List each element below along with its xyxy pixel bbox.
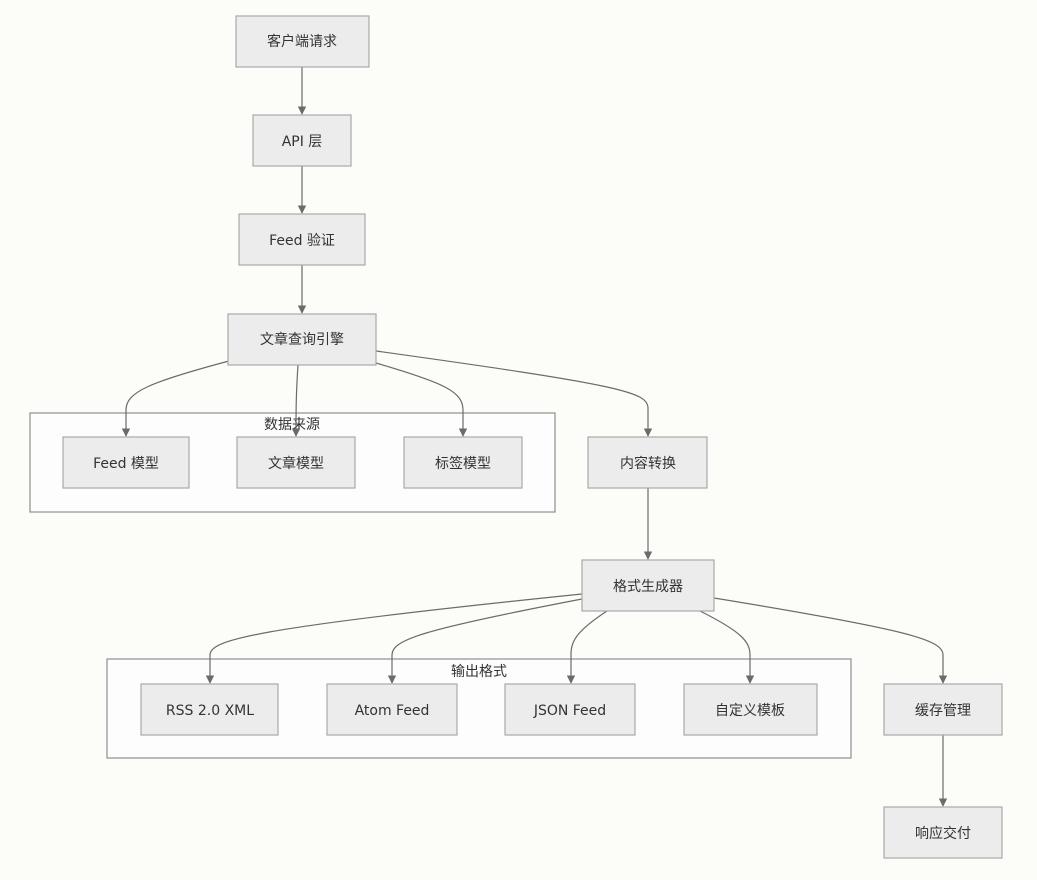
- edge-engine-to-feed-model: [121, 360, 230, 437]
- node-format-generator: 格式生成器: [581, 559, 715, 612]
- node-api-layer: API 层: [252, 114, 352, 167]
- group-output-formats-label: 输出格式: [451, 664, 507, 680]
- node-tag-model-label: 标签模型: [435, 455, 491, 472]
- node-content-transform-label: 内容转换: [620, 455, 676, 472]
- node-article-model-label: 文章模型: [268, 455, 324, 472]
- edge-generator-to-json: [566, 610, 608, 684]
- node-format-generator-label: 格式生成器: [613, 579, 683, 595]
- node-custom-template-label: 自定义模板: [715, 703, 785, 719]
- edge-generator-to-atom: [387, 598, 583, 684]
- edge-generator-to-custom: [699, 610, 755, 684]
- edges: [121, 67, 948, 807]
- node-rss-xml-label: RSS 2.0 XML: [166, 703, 254, 719]
- node-feed-validation-label: Feed 验证: [269, 233, 335, 249]
- node-json-feed: JSON Feed: [504, 683, 636, 736]
- node-cache-management-label: 缓存管理: [915, 703, 971, 719]
- node-custom-template: 自定义模板: [683, 683, 818, 736]
- node-atom-feed: Atom Feed: [326, 683, 458, 736]
- edge-engine-to-content-transform: [375, 350, 653, 437]
- edge-generator-to-rss: [205, 593, 583, 684]
- edge-generator-to-cache: [713, 597, 948, 684]
- node-client-request: 客户端请求: [235, 15, 370, 68]
- node-article-model: 文章模型: [236, 436, 356, 489]
- node-response-delivery-label: 响应交付: [915, 825, 971, 842]
- node-api-layer-label: API 层: [282, 134, 323, 150]
- node-atom-feed-label: Atom Feed: [355, 703, 430, 719]
- node-feed-validation: Feed 验证: [238, 213, 366, 266]
- node-feed-model-label: Feed 模型: [93, 456, 159, 472]
- node-cache-management: 缓存管理: [883, 683, 1003, 736]
- node-content-transform: 内容转换: [587, 436, 708, 489]
- edge-engine-to-tag-model: [375, 362, 468, 437]
- node-tag-model: 标签模型: [403, 436, 523, 489]
- node-feed-model: Feed 模型: [62, 436, 190, 489]
- node-article-query-engine: 文章查询引擎: [227, 313, 377, 366]
- node-response-delivery: 响应交付: [883, 806, 1003, 859]
- node-json-feed-label: JSON Feed: [533, 703, 606, 719]
- group-data-sources-label: 数据来源: [264, 417, 320, 433]
- node-rss-xml: RSS 2.0 XML: [140, 683, 279, 736]
- node-client-request-label: 客户端请求: [267, 33, 337, 50]
- node-article-query-engine-label: 文章查询引擎: [260, 331, 344, 348]
- edge-engine-to-article-model: [291, 364, 301, 437]
